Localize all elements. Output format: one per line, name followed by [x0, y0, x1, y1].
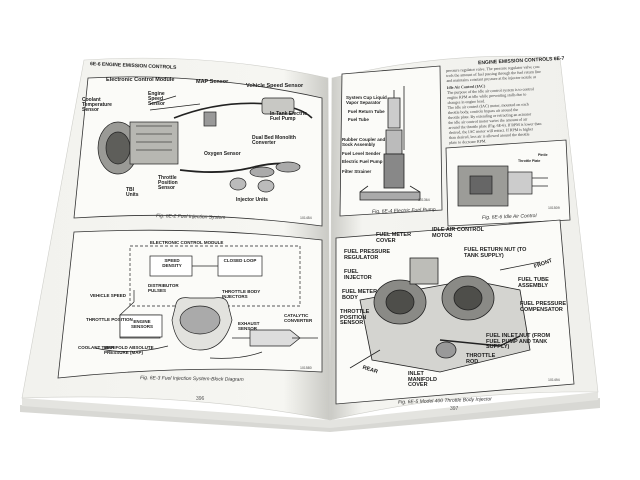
- label-ecm: Electronic Control Module: [106, 77, 175, 83]
- label-distributor-pulses: DISTRIBUTOR PULSES: [148, 283, 179, 293]
- label-converter: Dual Bed Monolith Converter: [252, 135, 296, 146]
- right-page-number: 397: [450, 406, 459, 412]
- fig3-code: 101364: [418, 198, 430, 202]
- label-pressure-regulator: FUEL PRESSURE REGULATOR: [344, 249, 391, 261]
- label-fuel-level-sender: Fuel Level Sender: [342, 151, 381, 156]
- label-exhaust-sensor: EXHAUST SENSOR: [238, 321, 260, 331]
- label-speed-density: SPEED DENSITY: [162, 258, 182, 268]
- label-throttle-rod: THROTTLE ROD: [466, 353, 496, 365]
- left-page-stack: [22, 398, 330, 428]
- label-vehicle-speed-sensor: Vehicle Speed Sensor: [246, 83, 304, 89]
- label-fuel-pump: In-Tank Electric Fuel Pump: [270, 111, 307, 122]
- label-oxygen-sensor: Oxygen Sensor: [204, 151, 241, 157]
- label-filter-strainer: Filter Strainer: [342, 169, 372, 174]
- label-engine-sensors: ENGINE SENSORS: [130, 319, 153, 329]
- label-electric-fuel-pump: Electric Fuel Pump: [342, 159, 383, 164]
- label-injector-units: Injector Units: [236, 197, 268, 203]
- fig4-code: 101509: [548, 206, 560, 210]
- label-map: MANIFOLD ABSOLUTE PRESSURE (MAP): [104, 345, 154, 355]
- label-vehicle-speed: VEHICLE SPEED: [90, 293, 127, 298]
- label-rubber-coupler: Rubber Coupler and Sock Assembly: [342, 137, 386, 147]
- label-fuel-pressure-compensator: FUEL PRESSURE COMPENSATOR: [520, 301, 567, 313]
- label-throttle-body-injectors: THROTTLE BODY INJECTORS: [222, 289, 261, 299]
- label-throttle-position-sensor: Throttle Position Sensor: [158, 175, 178, 191]
- label-pintle: Pintle: [538, 153, 548, 157]
- right-page-body-text: pressure regulator valve. The pressure r…: [446, 64, 544, 145]
- block-diagram: [94, 245, 318, 359]
- label-closed-loop: CLOSED LOOP: [223, 258, 257, 263]
- idle-air-control-drawing: [457, 165, 548, 207]
- label-vapor-separator: System Cup Liquid Vapor Separator: [346, 95, 387, 105]
- label-fuel-tube: Fuel Tube: [348, 117, 369, 122]
- label-coolant-temp: COOLANT TEMP: [78, 345, 114, 350]
- label-iac-motor: IDLE AIR CONTROL MOTOR: [432, 227, 484, 239]
- label-catalytic-converter: CATALYTIC CONVERTER: [284, 313, 313, 323]
- label-throttle-position: THROTTLE POSITION: [86, 317, 133, 322]
- right-page-stack: [330, 392, 598, 428]
- label-fuel-inlet-nut: FUEL INLET NUT (FROM FUEL PUMP AND TANK …: [486, 333, 551, 350]
- fuel-pump-drawing: [359, 86, 421, 201]
- label-ecm-block: ELECTRONIC CONTROL MODULE: [150, 240, 224, 245]
- label-tbi-units: TBI Units: [126, 187, 139, 198]
- label-fuel-return-tube: Fuel Return Tube: [348, 109, 385, 114]
- throttle-body-drawing: [349, 257, 541, 373]
- label-throttle-plate: Throttle Plate: [518, 159, 541, 163]
- label-inlet-manifold-cover: INLET MANIFOLD COVER: [408, 371, 438, 388]
- fig2-code: 101580: [300, 366, 312, 370]
- label-fuel-meter-body: FUEL METER BODY: [342, 289, 378, 301]
- fig1-code: 101454: [300, 216, 312, 220]
- label-fuel-injector: FUEL INJECTOR: [344, 269, 372, 281]
- left-page-number: 396: [196, 396, 205, 402]
- label-coolant-temp-sensor: Coolant Temperature Sensor: [82, 97, 112, 113]
- label-map-sensor: MAP Sensor: [196, 79, 229, 85]
- engine-illustration: [97, 95, 313, 193]
- label-fuel-tube-assembly: FUEL TUBE ASSEMBLY: [518, 277, 549, 289]
- label-throttle-position-sensor-2: THROTTLE POSITION SENSOR: [340, 309, 370, 326]
- fig5-code: 101494: [548, 378, 560, 382]
- label-fuel-return-nut: FUEL RETURN NUT (TO TANK SUPPLY): [464, 247, 527, 259]
- label-engine-speed-sensor: Engine Speed Sensor: [148, 91, 165, 107]
- label-fuel-meter-cover: FUEL METER COVER: [376, 232, 412, 244]
